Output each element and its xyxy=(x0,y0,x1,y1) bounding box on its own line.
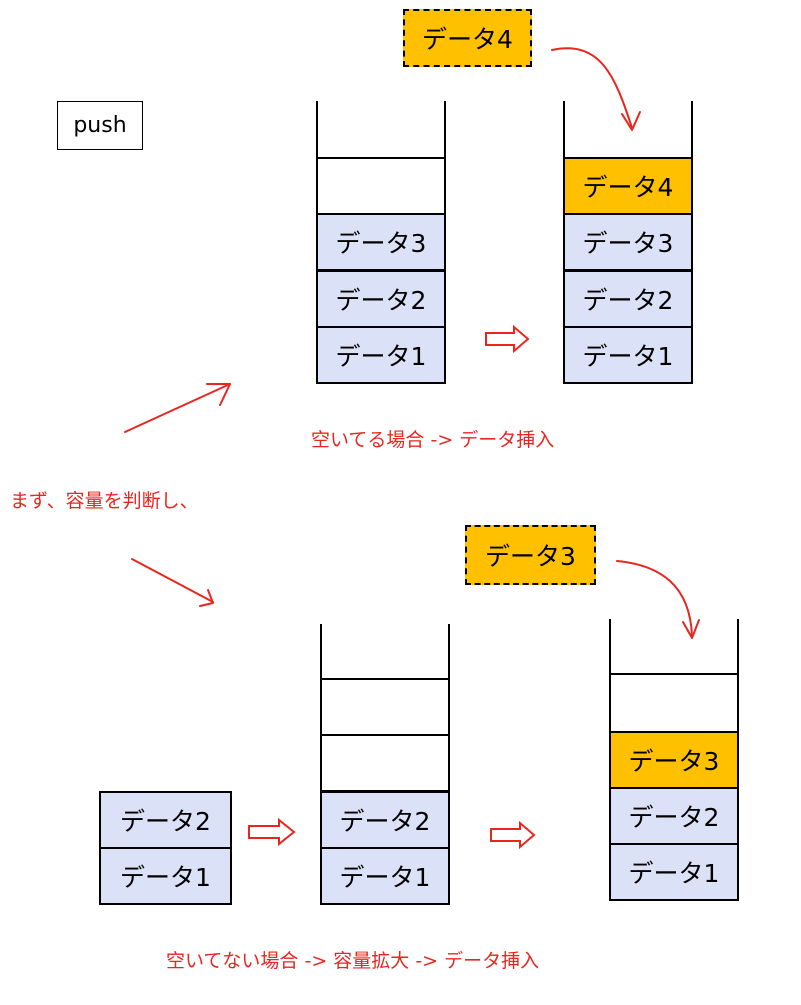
transition-arrow-icon xyxy=(248,817,296,847)
stack-slot-data4-inserted: データ4 xyxy=(563,157,693,215)
curved-arrow-icon xyxy=(616,560,693,637)
stack-wall-left xyxy=(563,101,565,159)
stack-wall-right xyxy=(691,101,693,159)
stack-slot-data1: データ1 xyxy=(316,326,446,384)
stack-slot-data3: データ3 xyxy=(563,213,693,271)
stack-slot-empty xyxy=(320,734,450,792)
incoming-data3-box: データ3 xyxy=(465,525,596,585)
transition-arrow-icon xyxy=(485,324,530,354)
stack-wall-right xyxy=(737,619,739,675)
stack-slot-data2: データ2 xyxy=(563,270,693,328)
diagonal-arrow-down-icon xyxy=(131,558,214,603)
stack-slot-data1: データ1 xyxy=(609,843,739,901)
stack-slot-data2: データ2 xyxy=(320,791,450,849)
stack-wall-left xyxy=(320,624,322,680)
arrowhead-icon xyxy=(199,589,214,607)
top-caption: 空いてる場合 -> データ挿入 xyxy=(311,429,555,451)
arrowhead-icon xyxy=(206,383,231,406)
stack-wall-right xyxy=(448,624,450,680)
bottom-caption: 空いてない場合 -> 容量拡大 -> データ挿入 xyxy=(166,950,540,972)
stack-slot-data3: データ3 xyxy=(316,213,446,271)
intro-text: まず、容量を判断し、 xyxy=(10,490,199,512)
diagonal-arrow-up-icon xyxy=(124,383,231,433)
stack-slot-data2: データ2 xyxy=(99,791,232,849)
stack-slot-data1: データ1 xyxy=(320,847,450,905)
incoming-data4-box: データ4 xyxy=(403,9,532,67)
arrowhead-icon xyxy=(621,111,641,131)
stack-wall-right xyxy=(444,101,446,159)
transition-arrow-icon xyxy=(490,820,536,850)
stack-slot-data1: データ1 xyxy=(99,847,232,905)
arrowhead-icon xyxy=(682,619,700,639)
stack-slot-empty xyxy=(316,157,446,215)
stack-slot-empty xyxy=(320,678,450,736)
stack-wall-left xyxy=(609,619,611,675)
stack-slot-data1: データ1 xyxy=(563,326,693,384)
stack-slot-data3-inserted: データ3 xyxy=(609,731,739,789)
stack-slot-empty xyxy=(609,673,739,733)
stack-slot-data2: データ2 xyxy=(316,270,446,328)
stack-wall-left xyxy=(316,101,318,159)
push-label: push xyxy=(57,101,143,150)
stack-slot-data2: データ2 xyxy=(609,787,739,845)
